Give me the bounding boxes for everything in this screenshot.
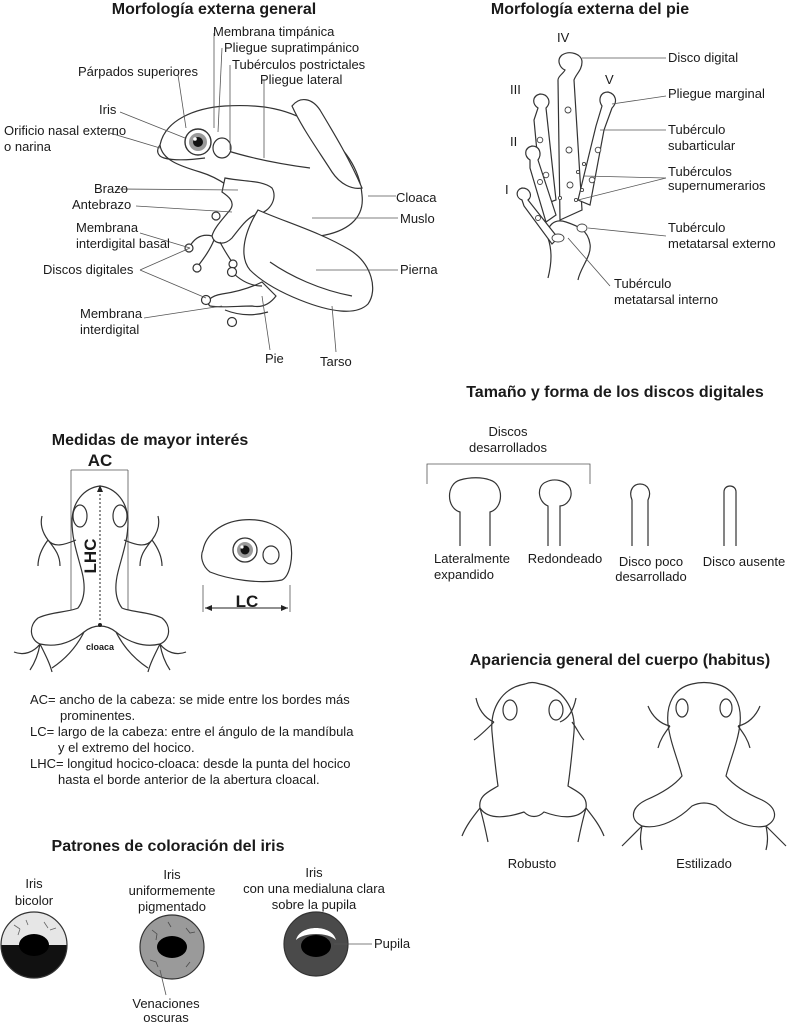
section-iris-patterns: Patrones de coloración del iris Iris bic… (0, 838, 411, 1025)
label-membrana-basal-1: Membrana (76, 220, 139, 235)
label-tub-supernumerarios-2: supernumerarios (668, 178, 766, 193)
disc-label-1b: expandido (434, 567, 494, 582)
disc-label-4a: Disco ausente (703, 554, 785, 569)
habitus-robusto-label: Robusto (508, 856, 556, 871)
habitus-estilizado-label: Estilizado (676, 856, 732, 871)
section-foot-morphology: Morfología externa del pie (491, 1, 776, 307)
iris-bicolor-label-1: Iris (25, 876, 43, 891)
iris-crescent-label-2: con una medialuna clara (243, 881, 385, 896)
iris-uniform-label-2: uniformemente (129, 883, 216, 898)
label-tub-subarticular-2: subarticular (668, 138, 736, 153)
label-membrana-basal-2: interdigital basal (76, 236, 170, 251)
iris-bicolor-eye (0, 911, 68, 979)
foot-toe-ii: II (510, 134, 517, 149)
frog-side-view-illustration (157, 99, 374, 328)
iris-crescent-eye (283, 911, 349, 977)
foot-toe-iii: III (510, 82, 521, 97)
measure-lc: LC (236, 592, 259, 611)
label-iris: Iris (99, 102, 117, 117)
iris-venaciones-label-1: Venaciones (132, 996, 200, 1011)
discs-title: Tamaño y forma de los discos digitales (466, 384, 764, 401)
label-discos-digitales: Discos digitales (43, 262, 134, 277)
definition-lhc-2: hasta el borde anterior de la abertura c… (58, 772, 320, 787)
definition-lc-2: y el extremo del hocico. (58, 740, 195, 755)
disc-lateral-expandido (448, 477, 502, 546)
section-general-morphology: Morfología externa general (4, 1, 438, 369)
label-pliegue-lateral: Pliegue lateral (260, 72, 342, 87)
disc-label-2a: Redondeado (528, 551, 602, 566)
measure-cloaca-label: cloaca (86, 642, 115, 652)
discs-bracket (426, 463, 591, 484)
label-pierna: Pierna (400, 262, 438, 277)
foot-toe-v: V (605, 72, 614, 87)
iris-crescent-label-3: sobre la pupila (272, 897, 357, 912)
foot-illustration (516, 52, 617, 281)
label-tub-met-externo-2: metatarsal externo (668, 236, 776, 251)
label-membrana-interdigital-1: Membrana (80, 306, 143, 321)
iris-venaciones-label-2: oscuras (143, 1010, 189, 1024)
definition-ac-2: prominentes. (60, 708, 135, 723)
frog-head-side-view (201, 519, 293, 583)
label-tub-supernumerarios-1: Tubérculos (668, 164, 732, 179)
foot-toe-iv: IV (557, 30, 570, 45)
frog-slender-illustration (621, 681, 787, 851)
disc-ausente (723, 485, 737, 546)
foot-toe-i: I (505, 182, 509, 197)
label-tub-met-externo-1: Tubérculo (668, 220, 725, 235)
measurements-title: Medidas de mayor interés (52, 432, 249, 449)
label-muslo: Muslo (400, 211, 435, 226)
label-cloaca: Cloaca (396, 190, 437, 205)
disc-label-3b: desarrollado (615, 569, 687, 584)
general-title: Morfología externa general (112, 1, 317, 18)
habitus-title: Apariencia general del cuerpo (habitus) (470, 652, 771, 669)
label-parpados-superiores: Párpados superiores (78, 64, 198, 79)
disc-poco-desarrollado (630, 483, 651, 546)
label-membrana-timpanica: Membrana timpánica (213, 24, 335, 39)
section-measurements: Medidas de mayor interés AC LHC cloaca (13, 432, 354, 787)
section-habitus: Apariencia general del cuerpo (habitus) … (461, 652, 787, 871)
iris-uniform-label-3: pigmentado (138, 899, 206, 914)
label-brazo: Brazo (94, 181, 128, 196)
iris-crescent-label-1: Iris (305, 865, 323, 880)
foot-title: Morfología externa del pie (491, 1, 689, 18)
label-tub-met-interno-1: Tubérculo (614, 276, 671, 291)
label-disco-digital: Disco digital (668, 50, 738, 65)
frog-dorsal-view-measure (13, 485, 187, 673)
label-pliegue-marginal: Pliegue marginal (668, 86, 765, 101)
label-membrana-interdigital-2: interdigital (80, 322, 139, 337)
iris-pupila-label: Pupila (374, 936, 411, 951)
general-leader-lines (109, 33, 398, 353)
discs-bracket-label-1: Discos (488, 424, 528, 439)
iris-title: Patrones de coloración del iris (52, 838, 285, 855)
label-pie: Pie (265, 351, 284, 366)
label-orificio-nasal-1: Orificio nasal externo (4, 123, 126, 138)
label-tub-subarticular-1: Tubérculo (668, 122, 725, 137)
label-antebrazo: Antebrazo (72, 197, 131, 212)
label-pliegue-supratimpanico: Pliegue supratimpánico (224, 40, 359, 55)
definition-ac-1: AC= ancho de la cabeza: se mide entre lo… (30, 692, 350, 707)
iris-bicolor-label-2: bicolor (15, 893, 54, 908)
label-tub-met-interno-2: metatarsal interno (614, 292, 718, 307)
measure-ac: AC (88, 451, 113, 470)
disc-label-3a: Disco poco (619, 554, 683, 569)
discs-bracket-label-2: desarrollados (469, 440, 548, 455)
iris-uniform-eye (139, 914, 205, 980)
disc-label-1a: Lateralmente (434, 551, 510, 566)
definition-lc-1: LC= largo de la cabeza: entre el ángulo … (30, 724, 354, 739)
disc-redondeado (538, 479, 572, 546)
section-digital-discs: Tamaño y forma de los discos digitales D… (426, 384, 785, 584)
label-tarso: Tarso (320, 354, 352, 369)
iris-uniform-label-1: Iris (163, 867, 181, 882)
iris-venaciones-leader (159, 969, 167, 996)
measure-lhc: LHC (81, 539, 100, 574)
label-tuberculos-postrictales: Tubérculos postrictales (232, 57, 366, 72)
frog-robust-illustration (461, 681, 605, 843)
foot-leader-lines (567, 57, 667, 287)
label-orificio-nasal-2: o narina (4, 139, 52, 154)
definition-lhc-1: LHC= longitud hocico-cloaca: desde la pu… (30, 756, 351, 771)
